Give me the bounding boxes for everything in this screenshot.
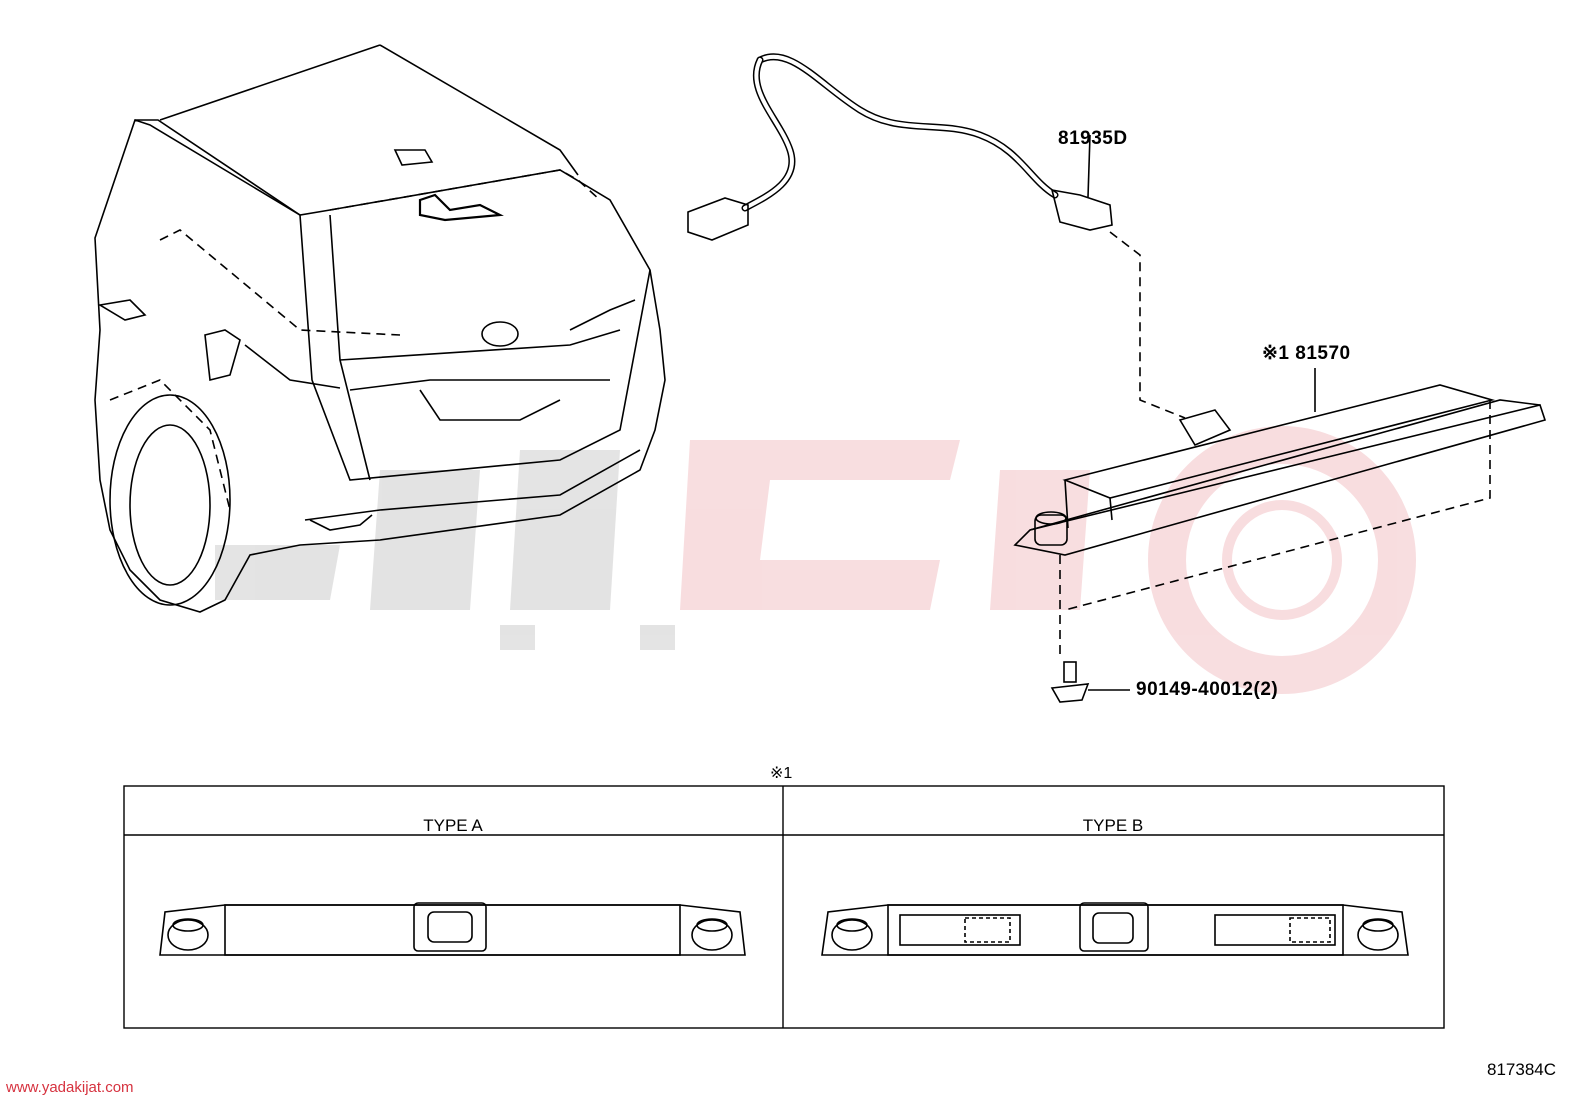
variant-type-b-header: TYPE B bbox=[1082, 816, 1144, 835]
variant-table bbox=[123, 785, 1445, 1029]
watermark-logo bbox=[215, 426, 1416, 694]
callout-screw: 90149-40012(2) bbox=[1136, 679, 1279, 700]
type-b-lamp bbox=[821, 902, 1409, 956]
screw-90149-40012 bbox=[1050, 661, 1130, 703]
type-a-lamp bbox=[159, 902, 746, 956]
vehicle-rear-illustration bbox=[94, 44, 666, 613]
watermark-site-text: www.yadakijat.com bbox=[6, 1079, 134, 1096]
diagram-code: 817384C bbox=[1487, 1060, 1557, 1079]
callout-stop-lamp: ※1 81570 bbox=[1262, 343, 1351, 364]
note-marker: ※1 bbox=[770, 765, 793, 782]
wire-harness-81935D bbox=[687, 53, 1186, 419]
variant-type-a-header: TYPE A bbox=[423, 816, 483, 835]
callout-wire-harness: 81935D bbox=[1058, 128, 1128, 149]
stop-lamp-81570 bbox=[1013, 368, 1547, 660]
